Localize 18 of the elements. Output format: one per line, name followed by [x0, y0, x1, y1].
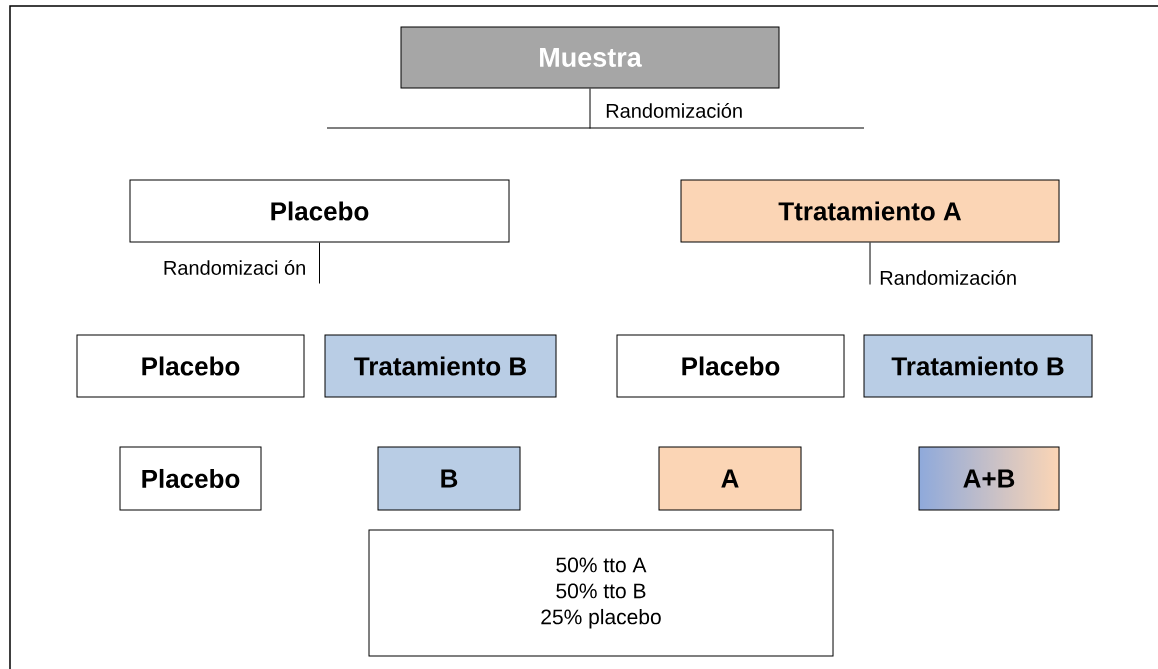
- branch-line: [869, 242, 871, 285]
- group-box: Placebo: [76, 334, 305, 398]
- branch-line: [319, 242, 320, 284]
- group-box: Placebo: [616, 334, 845, 398]
- group-box: A+B: [918, 446, 1060, 511]
- group-box: Tratamiento B: [863, 334, 1093, 398]
- group-box: Placebo: [119, 446, 262, 511]
- edge-label: Randomizaci ón: [164, 260, 305, 275]
- sample-box: Muestra: [400, 26, 780, 89]
- edge-label: Randomización: [606, 103, 742, 118]
- summary-box: 50% tto A 50% tto B 25% placebo: [368, 529, 834, 657]
- group-box: Tratamiento B: [324, 334, 557, 398]
- group-box: Placebo: [129, 179, 510, 243]
- branch-line: [589, 88, 591, 129]
- group-box: A: [658, 446, 802, 511]
- group-box: Ttratamiento A: [680, 179, 1060, 243]
- group-box: B: [377, 446, 521, 511]
- edge-label: Randomización: [880, 270, 1016, 285]
